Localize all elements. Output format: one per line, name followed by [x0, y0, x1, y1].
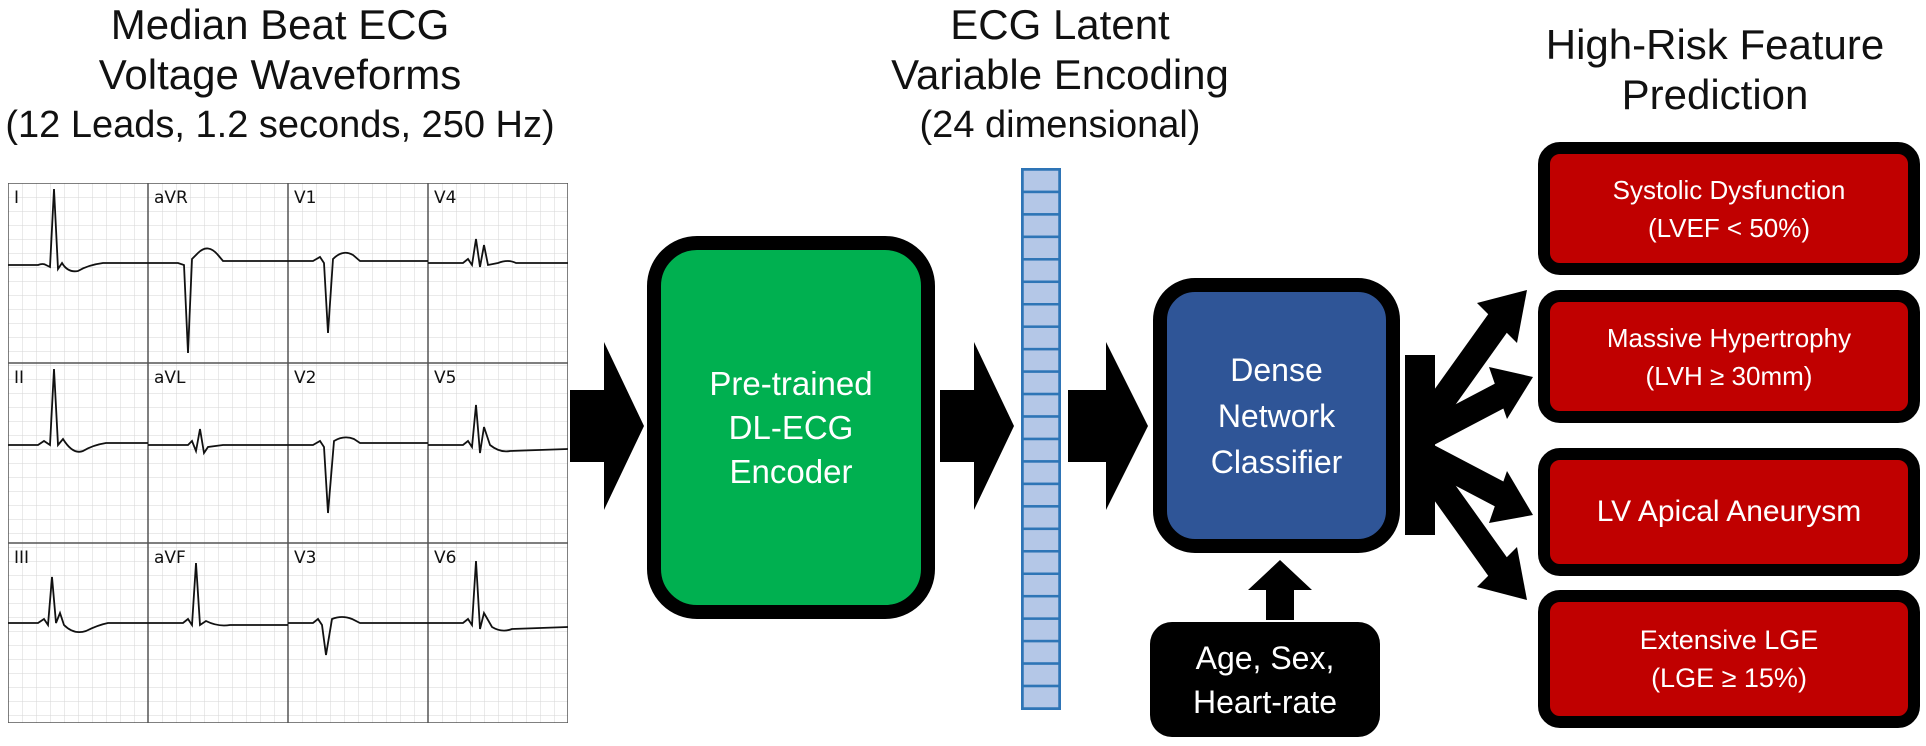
latent-cell	[1021, 572, 1061, 598]
waveform-aVF	[148, 562, 288, 628]
waveform-I	[8, 188, 148, 273]
classifier-line3: Classifier	[1210, 443, 1343, 480]
arrow-to-hypertrophy-head	[1489, 367, 1533, 419]
lead-label-I: I	[14, 188, 19, 208]
latent-title-line1: ECG Latent	[950, 1, 1170, 48]
latent-cell	[1021, 594, 1061, 620]
risk-hypertrophy-line1: Massive Hypertrophy	[1606, 322, 1852, 353]
risk-systolic-line1: Systolic Dysfunction	[1612, 174, 1846, 205]
latent-cell	[1021, 370, 1061, 396]
risk-extensive-lge: Extensive LGE (LGE ≥ 15%)	[1538, 590, 1920, 728]
encoder-line1: Pre-trained	[709, 364, 873, 402]
waveform-aVL	[148, 428, 288, 456]
lead-label-aVR: aVR	[154, 188, 188, 208]
lead-label-V4: V4	[434, 188, 456, 208]
risk-title: High-Risk Feature Prediction	[1510, 20, 1920, 120]
arrow-to-lge-head	[1477, 547, 1527, 600]
latent-cell	[1021, 392, 1061, 418]
risk-massive-hypertrophy: Massive Hypertrophy (LVH ≥ 30mm)	[1538, 290, 1920, 423]
latent-cell	[1021, 168, 1061, 194]
ecg-title-line3: (12 Leads, 1.2 seconds, 250 Hz)	[5, 104, 555, 146]
covariates-line2: Heart-rate	[1192, 683, 1338, 720]
waveform-V4	[428, 238, 568, 268]
latent-cell	[1021, 460, 1061, 486]
fanout-arrows	[1405, 290, 1533, 600]
waveform-II	[8, 368, 148, 453]
classifier-line2: Network	[1217, 397, 1336, 434]
ecg-lead-grid: I aVR V1 V4 II aVL V2 V5 III aVF V3 V6	[8, 183, 568, 723]
risk-systolic-line2: (LVEF < 50%)	[1647, 212, 1811, 243]
latent-title: ECG Latent Variable Encoding (24 dimensi…	[820, 0, 1300, 150]
lead-label-V3: V3	[294, 548, 316, 568]
waveform-V3	[288, 616, 428, 656]
latent-cell	[1021, 482, 1061, 508]
waveform-aVR	[148, 247, 288, 354]
encoder-line2: DL-ECG	[728, 408, 854, 446]
lead-label-V2: V2	[294, 368, 316, 388]
encoder-line3: Encoder	[729, 452, 853, 490]
lead-label-aVF: aVF	[154, 548, 186, 568]
arrow-covariates-to-classifier	[1248, 560, 1312, 620]
latent-cell	[1021, 684, 1061, 710]
arrow-to-systolic-head	[1477, 290, 1527, 343]
latent-cell	[1021, 280, 1061, 306]
encoder-box: Pre-trained DL-ECG Encoder	[647, 236, 935, 619]
classifier-line1: Dense	[1230, 351, 1323, 388]
lead-label-aVL: aVL	[154, 368, 186, 388]
latent-cell	[1021, 258, 1061, 284]
latent-cell	[1021, 325, 1061, 351]
risk-lge-line2: (LGE ≥ 15%)	[1651, 663, 1807, 693]
risk-hypertrophy-line2: (LVH ≥ 30mm)	[1645, 360, 1813, 391]
ecg-title-line1: Median Beat ECG	[110, 1, 450, 48]
latent-cell	[1021, 527, 1061, 553]
covariates-box: Age, Sex, Heart-rate	[1150, 622, 1380, 737]
latent-cell	[1021, 662, 1061, 688]
covariates-line1: Age, Sex,	[1195, 639, 1335, 676]
latent-cell	[1021, 303, 1061, 328]
arrow-encoder-to-latent	[940, 342, 1014, 510]
risk-title-line1: High-Risk Feature	[1545, 21, 1885, 68]
arrow-to-hypertrophy-shaft	[1418, 381, 1512, 447]
ecg-title-line2: Voltage Waveforms	[98, 51, 462, 98]
arrow-ecg-to-encoder	[570, 342, 644, 510]
latent-vector	[1021, 168, 1061, 710]
latent-title-line3: (24 dimensional)	[919, 104, 1201, 146]
ecg-panel-title: Median Beat ECG Voltage Waveforms (12 Le…	[0, 0, 560, 150]
latent-cell	[1021, 505, 1061, 531]
arrow-latent-to-classifier	[1068, 342, 1148, 510]
arrow-to-aneurysm-head	[1489, 471, 1533, 523]
lead-label-V6: V6	[434, 548, 456, 568]
latent-title-line2: Variable Encoding	[891, 51, 1229, 98]
risk-title-line2: Prediction	[1621, 71, 1809, 118]
latent-cell	[1021, 213, 1061, 239]
lead-label-II: II	[14, 368, 24, 388]
latent-cell	[1021, 190, 1061, 216]
waveform-V1	[288, 251, 428, 334]
waveform-V6	[428, 560, 568, 632]
risk-systolic-dysfunction: Systolic Dysfunction (LVEF < 50%)	[1538, 142, 1920, 275]
waveform-V5	[428, 404, 568, 454]
latent-cell	[1021, 347, 1061, 373]
arrow-to-lge-shaft	[1414, 457, 1511, 578]
lead-label-III: III	[14, 548, 29, 568]
latent-cell	[1021, 617, 1061, 643]
waveform-V2	[288, 436, 428, 514]
waveform-III	[8, 576, 148, 634]
latent-cell	[1021, 437, 1061, 463]
lead-label-V1: V1	[294, 188, 316, 208]
arrow-to-systolic-shaft	[1414, 312, 1511, 433]
risk-lge-line1: Extensive LGE	[1639, 625, 1819, 655]
risk-apical-aneurysm: LV Apical Aneurysm	[1538, 448, 1920, 576]
latent-cell	[1021, 550, 1061, 575]
classifier-box: Dense Network Classifier	[1153, 278, 1400, 553]
latent-cell	[1021, 235, 1061, 261]
latent-cell	[1021, 639, 1061, 665]
lead-label-V5: V5	[434, 368, 456, 388]
latent-cell	[1021, 415, 1061, 441]
risk-aneurysm-line1: LV Apical Aneurysm	[1596, 495, 1862, 528]
